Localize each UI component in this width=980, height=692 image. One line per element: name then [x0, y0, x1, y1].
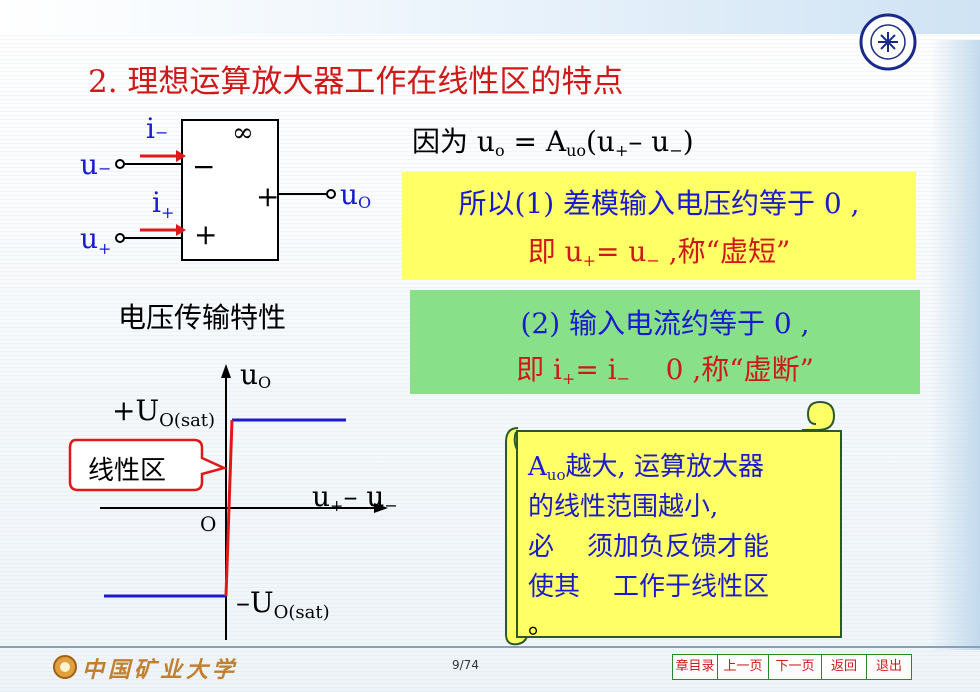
footer-logo-icon — [53, 655, 77, 679]
opamp-plus-in: + — [194, 218, 218, 251]
right-band — [930, 40, 980, 650]
x-axis-label: u+– u− — [312, 480, 398, 515]
transfer-characteristic-plot — [68, 364, 388, 640]
note-line5: 。 — [528, 610, 555, 640]
opamp-plus-out: + — [256, 180, 280, 213]
label-u-out: uO — [340, 178, 372, 212]
note-line4: 使其 工作于线性区 — [528, 572, 770, 602]
y-axis-label: uO — [240, 358, 272, 392]
virtual-short-line1: 所以(1) 差模输入电压约等于 0 , — [458, 187, 860, 220]
linear-region-line — [224, 419, 234, 597]
nav-back-button[interactable]: 返回 — [821, 654, 867, 680]
virtual-short-line2: 即 u+= u− ,称“虚短” — [527, 235, 791, 270]
top-band — [0, 0, 980, 34]
transfer-heading: 电压传输特性 — [118, 301, 287, 334]
nav-exit-button[interactable]: 退出 — [866, 654, 912, 680]
label-u-minus: u− — [80, 148, 112, 181]
page-number: 9/74 — [452, 658, 479, 672]
nav-next-button[interactable]: 下一页 — [768, 654, 822, 680]
slide-title: 2. 理想运算放大器工作在线性区的特点 — [88, 64, 624, 100]
footer-divider — [0, 646, 980, 648]
label-i-plus: i+ — [152, 186, 175, 222]
linear-region-callout — [68, 438, 228, 492]
neg-sat-label: –UO(sat) — [236, 586, 330, 623]
linear-region-label: 线性区 — [88, 456, 167, 486]
x-axis-arrow — [374, 503, 388, 513]
opamp-minus-sign: − — [192, 150, 216, 183]
origin-label: O — [200, 512, 217, 536]
virtual-open-line2: 即 i+= i− 0 ,称“虚断” — [516, 353, 814, 388]
y-axis-arrow — [221, 364, 231, 378]
virtual-open-box: (2) 输入电流约等于 0 , 即 i+= i− 0 ,称“虚断” — [410, 290, 920, 394]
virtual-open-line1: (2) 输入电流约等于 0 , — [520, 307, 810, 340]
opamp-schematic — [115, 119, 336, 261]
footer-logo-text: 中国矿业大学 — [82, 657, 239, 683]
nav-toc-button[interactable]: 章目录 — [672, 654, 718, 680]
formula-line: 因为 uo = Auo(u+– u−) — [412, 125, 694, 160]
label-u-plus: u+ — [80, 222, 112, 258]
nav-prev-button[interactable]: 上一页 — [717, 654, 769, 680]
virtual-short-box: 所以(1) 差模输入电压约等于 0 , 即 u+= u− ,称“虚短” — [402, 172, 916, 280]
note-line1: Auo越大, 运算放大器 — [528, 452, 765, 484]
note-line2: 的线性范围越小, — [528, 492, 719, 522]
opamp-infinity: ∞ — [232, 118, 254, 148]
university-seal-icon — [859, 13, 917, 71]
note-line3: 必 须加负反馈才能 — [528, 532, 770, 562]
label-i-minus: i− — [146, 112, 169, 145]
pos-sat-label: +UO(sat) — [112, 394, 216, 431]
note-box: Auo越大, 运算放大器 的线性范围越小, 必 须加负反馈才能 使其 工作于线性… — [516, 430, 842, 640]
